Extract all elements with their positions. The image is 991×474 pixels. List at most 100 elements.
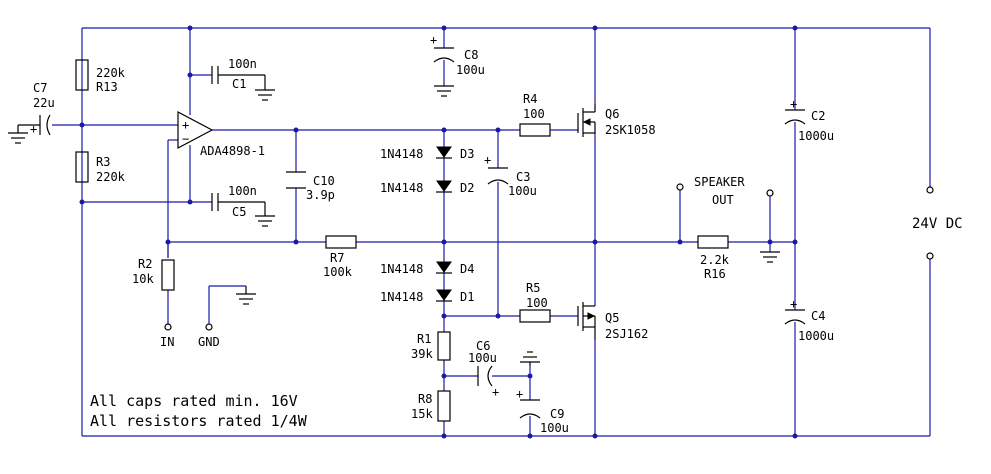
resistor-r2 xyxy=(161,259,175,291)
q5-label: Q5 xyxy=(605,311,619,325)
d4-part: 1N4148 xyxy=(380,262,423,276)
r5-value: 100 xyxy=(526,296,548,310)
c4-label: C4 xyxy=(811,309,825,323)
opamp-minus: − xyxy=(182,132,189,146)
q6-type: 2SK1058 xyxy=(605,123,656,137)
mosfet-q6 xyxy=(577,104,596,137)
capacitor-c2 xyxy=(784,109,806,125)
c7-value: 22u xyxy=(33,96,55,110)
r13-label: R13 xyxy=(96,80,118,94)
c7-plus: + xyxy=(30,122,37,136)
speaker-terminal-2 xyxy=(766,189,774,197)
c2-value: 1000u xyxy=(798,129,834,143)
diode-d4 xyxy=(436,261,452,274)
capacitor-c4 xyxy=(784,309,806,325)
c5-label: C5 xyxy=(232,205,246,219)
r1-value: 39k xyxy=(411,347,433,361)
r1-label: R1 xyxy=(417,332,431,346)
opamp-label: ADA4898-1 xyxy=(200,144,265,158)
c5-value: 100n xyxy=(228,184,257,198)
d3-label: D3 xyxy=(460,147,474,161)
d3-part: 1N4148 xyxy=(380,147,423,161)
resistor-r16 xyxy=(697,235,729,249)
ground-c6 xyxy=(520,351,540,366)
capacitor-c9 xyxy=(519,399,541,419)
capacitor-c8 xyxy=(433,47,455,97)
r7-label: R7 xyxy=(330,251,344,265)
note-caps: All caps rated min. 16V xyxy=(90,392,298,410)
c9-value: 100u xyxy=(540,421,569,435)
r7-value: 100k xyxy=(323,265,353,279)
resistor-r4 xyxy=(519,123,551,137)
c10-label: C10 xyxy=(313,174,335,188)
r5-label: R5 xyxy=(526,281,540,295)
c7-label: C7 xyxy=(33,81,47,95)
q5-type: 2SJ162 xyxy=(605,327,648,341)
supply-terminal-negative xyxy=(926,252,934,260)
c2-label: C2 xyxy=(811,109,825,123)
in-label: IN xyxy=(160,335,174,349)
supply-label: 24V DC xyxy=(912,216,963,232)
capacitor-c5 xyxy=(211,193,275,227)
opamp-ada4898 xyxy=(177,111,214,149)
c9-label: C9 xyxy=(550,407,564,421)
diode-d1 xyxy=(436,289,452,302)
mosfet-q5 xyxy=(577,302,596,340)
r13-value: 220k xyxy=(96,66,126,80)
c4-value: 1000u xyxy=(798,329,834,343)
diode-d3 xyxy=(436,146,452,159)
d2-label: D2 xyxy=(460,181,474,195)
resistor-r1 xyxy=(437,331,451,361)
ground-speaker xyxy=(760,251,780,263)
capacitor-c10 xyxy=(286,171,306,189)
resistor-r5 xyxy=(519,309,551,323)
c8-plus: + xyxy=(430,33,437,47)
c3-plus: + xyxy=(484,153,491,167)
d1-label: D1 xyxy=(460,290,474,304)
speaker-out-label: OUT xyxy=(712,193,734,207)
r16-value: 2.2k xyxy=(700,253,730,267)
speaker-terminal-1 xyxy=(676,183,684,191)
opamp-plus: + xyxy=(182,118,189,132)
r8-value: 15k xyxy=(411,407,433,421)
d2-part: 1N4148 xyxy=(380,181,423,195)
r16-label: R16 xyxy=(704,267,726,281)
r3-value: 220k xyxy=(96,170,126,184)
diode-d2 xyxy=(436,180,452,193)
r8-label: R8 xyxy=(418,392,432,406)
c9-plus: + xyxy=(516,387,523,401)
gnd-terminal xyxy=(205,285,256,331)
c8-value: 100u xyxy=(456,63,485,77)
in-terminal xyxy=(164,323,172,331)
wires xyxy=(52,27,931,437)
c2-plus: + xyxy=(790,97,797,111)
c3-label: C3 xyxy=(516,170,530,184)
c8-label: C8 xyxy=(464,48,478,62)
r4-value: 100 xyxy=(523,107,545,121)
c6-plus: + xyxy=(492,385,499,399)
capacitor-c6 xyxy=(477,365,493,387)
supply-terminal-positive xyxy=(926,186,934,194)
gnd-label: GND xyxy=(198,335,220,349)
note-resistors: All resistors rated 1/4W xyxy=(90,412,308,430)
resistor-r13 xyxy=(75,59,89,91)
resistor-r3 xyxy=(75,151,89,183)
c3-value: 100u xyxy=(508,184,537,198)
r2-value: 10k xyxy=(132,272,154,286)
r3-label: R3 xyxy=(96,155,110,169)
d1-part: 1N4148 xyxy=(380,290,423,304)
capacitor-c7 xyxy=(8,114,51,144)
r2-label: R2 xyxy=(138,257,152,271)
d4-label: D4 xyxy=(460,262,474,276)
junction-dots xyxy=(79,25,798,439)
speaker-label: SPEAKER xyxy=(694,175,745,189)
resistor-r8 xyxy=(437,390,451,422)
capacitor-c1 xyxy=(211,66,275,101)
capacitor-c3 xyxy=(487,167,509,185)
c10-value: 3.9p xyxy=(306,188,335,202)
c1-value: 100n xyxy=(228,57,257,71)
c6-value: 100u xyxy=(468,351,497,365)
r4-label: R4 xyxy=(523,92,537,106)
c4-plus: + xyxy=(790,297,797,311)
